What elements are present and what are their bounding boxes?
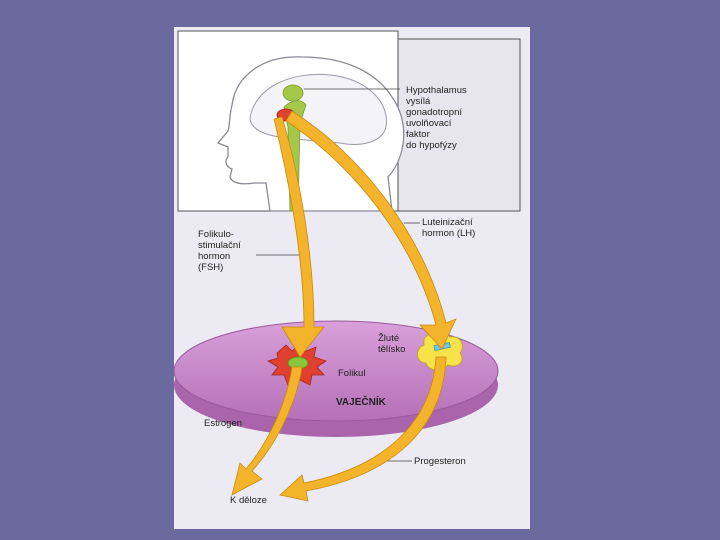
hormone-diagram: Hypothalamus vysílá gonadotropní uvolňov… — [174, 27, 530, 529]
hypothalamus-shape — [283, 85, 303, 101]
fsh-label: Folikulo- stimulační hormon (FSH) — [198, 229, 241, 273]
progesterone-label: Progesteron — [414, 456, 466, 467]
lh-label: Luteinizační hormon (LH) — [422, 217, 475, 239]
ovary-label: VAJEČNÍK — [336, 397, 386, 408]
corpus-luteum-label: Žluté tělísko — [378, 333, 405, 355]
uterus-label: K děloze — [230, 495, 267, 506]
diagram-graphics — [174, 27, 530, 529]
follicle-label: Folikul — [338, 368, 365, 379]
hypothalamus-label: Hypothalamus vysílá gonadotropní uvolňov… — [406, 85, 467, 151]
estrogen-label: Estrogen — [204, 418, 242, 429]
